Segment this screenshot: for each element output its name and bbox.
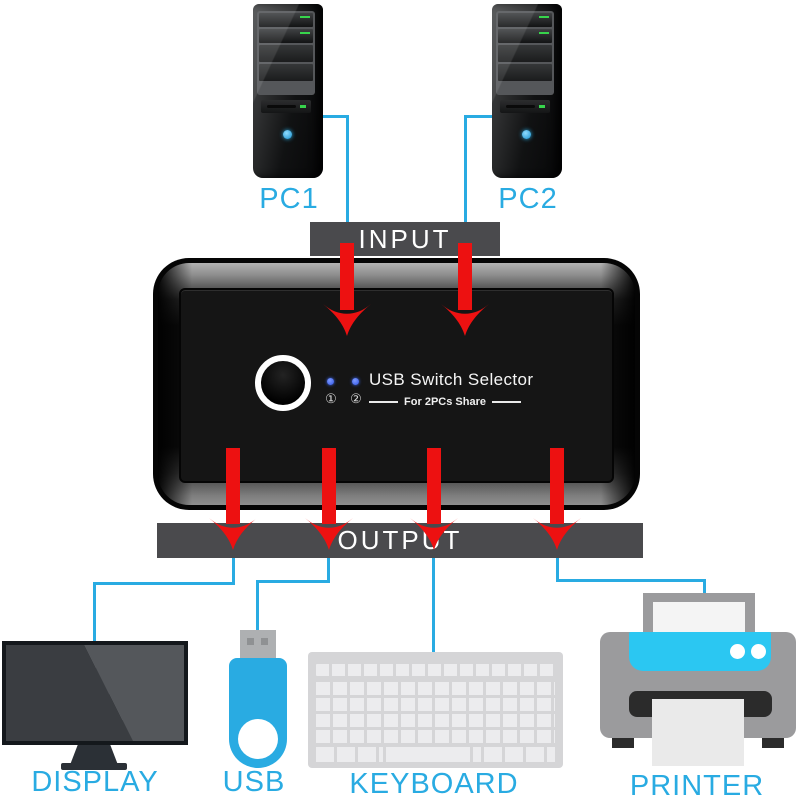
monitor-icon: [2, 641, 188, 745]
port-2-led-icon: [352, 378, 359, 385]
power-led-icon: [522, 130, 531, 139]
cable-printer: [556, 579, 706, 582]
keyboard-label: KEYBOARD: [349, 768, 519, 800]
keyboard-fn-row: [316, 664, 555, 676]
subtitle-rule: [369, 401, 399, 403]
printer-button-icon: [751, 644, 766, 659]
cable-usb: [256, 580, 259, 630]
optical-drive-icon: [259, 29, 313, 43]
cable-display: [93, 582, 235, 585]
drive-led-icon: [300, 32, 310, 34]
pc2-tower-icon: [492, 4, 562, 178]
cable-printer: [556, 558, 559, 582]
output-arrow-2-icon: [305, 448, 353, 550]
device-title: USB Switch Selector: [369, 370, 534, 389]
usb-label: USB: [222, 766, 286, 798]
blank-bay-icon: [259, 64, 313, 81]
optical-drive-icon: [498, 29, 552, 43]
input-banner: INPUT: [310, 222, 500, 256]
keyboard-keys: [316, 680, 555, 743]
drive-led-icon: [539, 105, 545, 108]
cable-pc2: [464, 115, 492, 118]
output-arrow-3-icon: [410, 448, 458, 550]
cable-printer: [703, 579, 706, 595]
blank-bay-icon: [498, 64, 552, 81]
device-subtitle-row: For 2PCs Share: [369, 396, 522, 408]
usb-connector-icon: [240, 630, 276, 658]
pc2-label: PC2: [498, 183, 558, 215]
printer-lid-icon: [629, 632, 771, 671]
printer-paper-out-icon: [652, 699, 744, 766]
usb-pin-icon: [261, 638, 268, 645]
input-arrow-2-icon: [441, 243, 489, 336]
cable-pc1: [322, 115, 349, 118]
output-arrow-4-icon: [533, 448, 581, 550]
tower-gloss: [492, 4, 562, 178]
pc1-tower-icon: [253, 4, 323, 178]
drive-led-icon: [300, 16, 310, 18]
printer-label: PRINTER: [629, 770, 765, 800]
cable-display: [93, 582, 96, 642]
selector-button: [255, 355, 311, 411]
usb-drive-hole-icon: [238, 719, 278, 759]
floppy-drive-icon: [261, 100, 311, 113]
power-led-icon: [283, 130, 292, 139]
pc1-label: PC1: [259, 183, 319, 215]
drive-led-icon: [539, 32, 549, 34]
optical-drive-icon: [259, 13, 313, 27]
usb-pin-icon: [247, 638, 254, 645]
output-arrow-1-icon: [209, 448, 257, 550]
cable-display: [232, 558, 235, 585]
cable-usb: [256, 580, 330, 583]
monitor-stand-icon: [70, 745, 118, 765]
input-arrow-1-icon: [323, 243, 371, 336]
pc1-drive-bays: [257, 11, 315, 95]
tower-gloss: [253, 4, 323, 178]
drive-led-icon: [539, 16, 549, 18]
floppy-drive-icon: [500, 100, 550, 113]
printer-paper-in-icon: [653, 602, 745, 633]
drive-slot-icon: [267, 105, 296, 108]
blank-bay-icon: [498, 45, 552, 62]
monitor-base-icon: [61, 763, 127, 770]
keyboard-icon: [308, 652, 563, 768]
device-subtitle: For 2PCs Share: [404, 396, 486, 408]
subtitle-rule: [491, 401, 522, 403]
drive-led-icon: [300, 105, 306, 108]
drive-slot-icon: [506, 105, 535, 108]
port-2-number: ②: [350, 391, 362, 406]
port-1-number: ①: [325, 391, 337, 406]
cable-keyboard: [432, 558, 435, 654]
cable-pc1: [346, 115, 349, 223]
optical-drive-icon: [498, 13, 552, 27]
blank-bay-icon: [259, 45, 313, 62]
cable-pc2: [464, 115, 467, 223]
display-label: DISPLAY: [31, 766, 159, 798]
printer-foot-icon: [762, 738, 784, 748]
printer-button-icon: [730, 644, 745, 659]
switch-front-panel: [179, 288, 614, 483]
printer-foot-icon: [612, 738, 634, 748]
input-banner-label: INPUT: [358, 223, 452, 254]
cable-usb: [327, 558, 330, 583]
port-1-led-icon: [327, 378, 334, 385]
keyboard-spacebar: [383, 747, 473, 762]
pc2-drive-bays: [496, 11, 554, 95]
